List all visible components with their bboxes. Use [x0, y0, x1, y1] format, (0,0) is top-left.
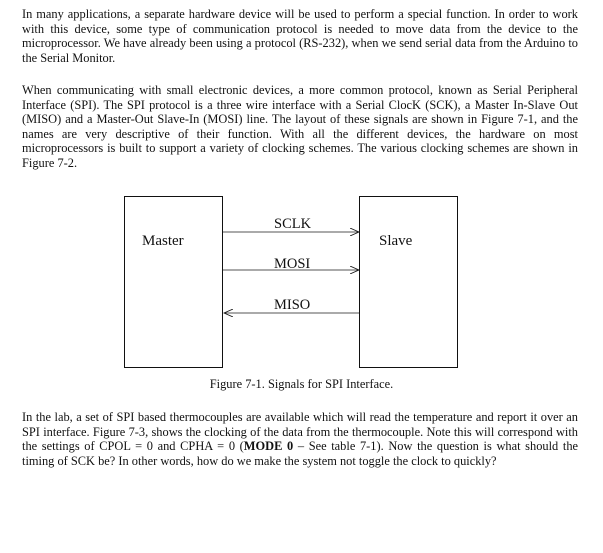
mode-0-emphasis: MODE 0 [243, 439, 294, 454]
paragraph-lab-text-2: – See table 7-1). Now the question is wh… [22, 439, 579, 468]
paragraph-lab-text-1: In the lab, a set of SPI based thermocou… [22, 410, 578, 454]
mosi-label: MOSI [274, 256, 310, 272]
slave-box [359, 196, 458, 368]
slave-label: Slave [379, 233, 413, 249]
paragraph-spi-description: When communicating with small electronic… [22, 83, 578, 170]
miso-label: MISO [274, 297, 310, 313]
sclk-signal: SCLK [223, 216, 359, 232]
paragraph-intro: In many applications, a separate hardwar… [22, 7, 578, 65]
figure-caption: Figure 7-1. Signals for SPI Interface. [209, 377, 394, 391]
mosi-signal: MOSI [223, 256, 359, 272]
master-box [124, 196, 223, 368]
master-label: Master [142, 233, 184, 249]
sclk-label: SCLK [274, 216, 312, 232]
paragraph-lab: In the lab, a set of SPI based thermocou… [22, 410, 578, 468]
miso-signal: MISO [224, 297, 359, 313]
